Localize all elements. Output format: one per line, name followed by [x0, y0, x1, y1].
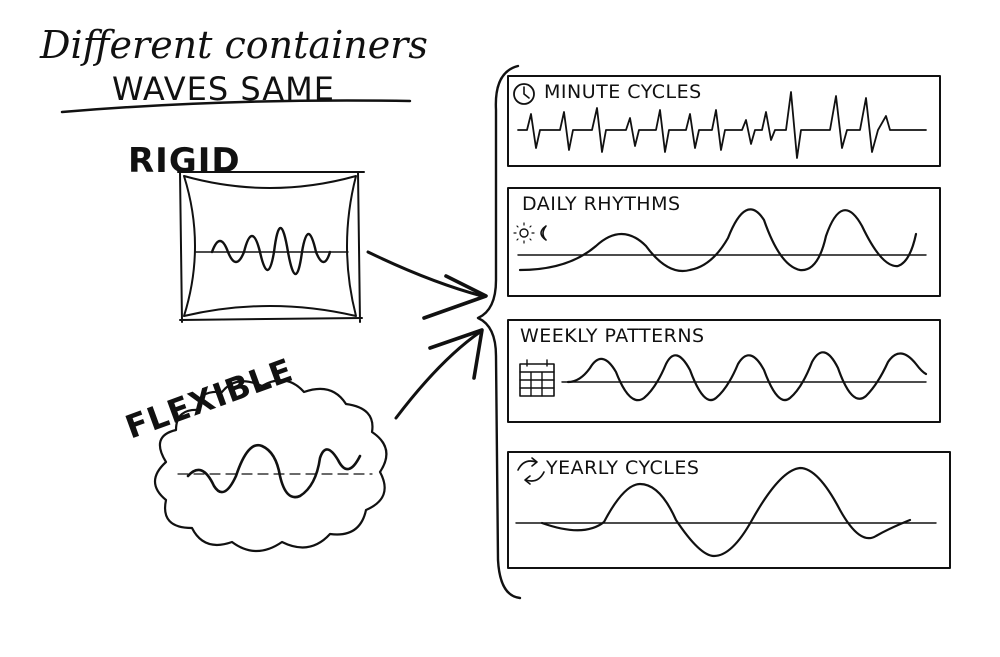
rigid-label: RIGID	[128, 141, 241, 181]
cycle-arrows-icon	[517, 457, 545, 485]
panel-title: WEEKLY PATTERNS	[520, 325, 705, 347]
rigid-pinched-shape	[183, 175, 357, 317]
daily-wave	[518, 208, 918, 273]
panel-title: DAILY RHYTHMS	[522, 193, 681, 215]
arrows	[366, 250, 488, 420]
flexible-label: FLEXIBLE	[120, 351, 298, 447]
panel-frame	[507, 75, 941, 167]
panel-minute-cycles: MINUTE CYCLES	[507, 75, 941, 167]
title-underline	[60, 99, 412, 114]
arrow-rigid-head	[422, 274, 488, 320]
arrow-rigid-shaft	[366, 250, 484, 298]
panel-frame	[507, 319, 941, 423]
yearly-wave	[540, 466, 912, 558]
flexible-cloud-shape	[153, 379, 388, 553]
rigid-container: RIGID	[128, 141, 365, 323]
panel-yearly-cycles: YEARLY CYCLES	[507, 451, 951, 569]
sun-moon-icon	[513, 222, 547, 244]
panel-frame	[507, 187, 941, 297]
panel-title: MINUTE CYCLES	[544, 81, 702, 103]
panel-frame	[507, 451, 951, 569]
flexible-container: FLEXIBLE	[120, 351, 388, 553]
flexible-wave	[186, 443, 362, 499]
arrow-flexible-shaft	[394, 330, 482, 420]
rigid-wave	[210, 227, 332, 275]
panel-weekly-patterns: WEEKLY PATTERNS	[507, 319, 941, 423]
curly-brace	[476, 64, 522, 600]
minute-wave	[517, 91, 927, 159]
rigid-frame	[177, 171, 365, 323]
title-block: Different containers WAVES SAME	[39, 23, 428, 114]
calendar-icon	[519, 359, 555, 397]
panel-daily-rhythms: DAILY RHYTHMS	[507, 187, 941, 297]
weekly-wave	[566, 351, 928, 402]
panel-title: YEARLY CYCLES	[545, 457, 699, 479]
clock-icon	[513, 83, 535, 105]
arrow-flexible-head	[428, 328, 484, 380]
title-line-1: Different containers	[39, 23, 428, 67]
